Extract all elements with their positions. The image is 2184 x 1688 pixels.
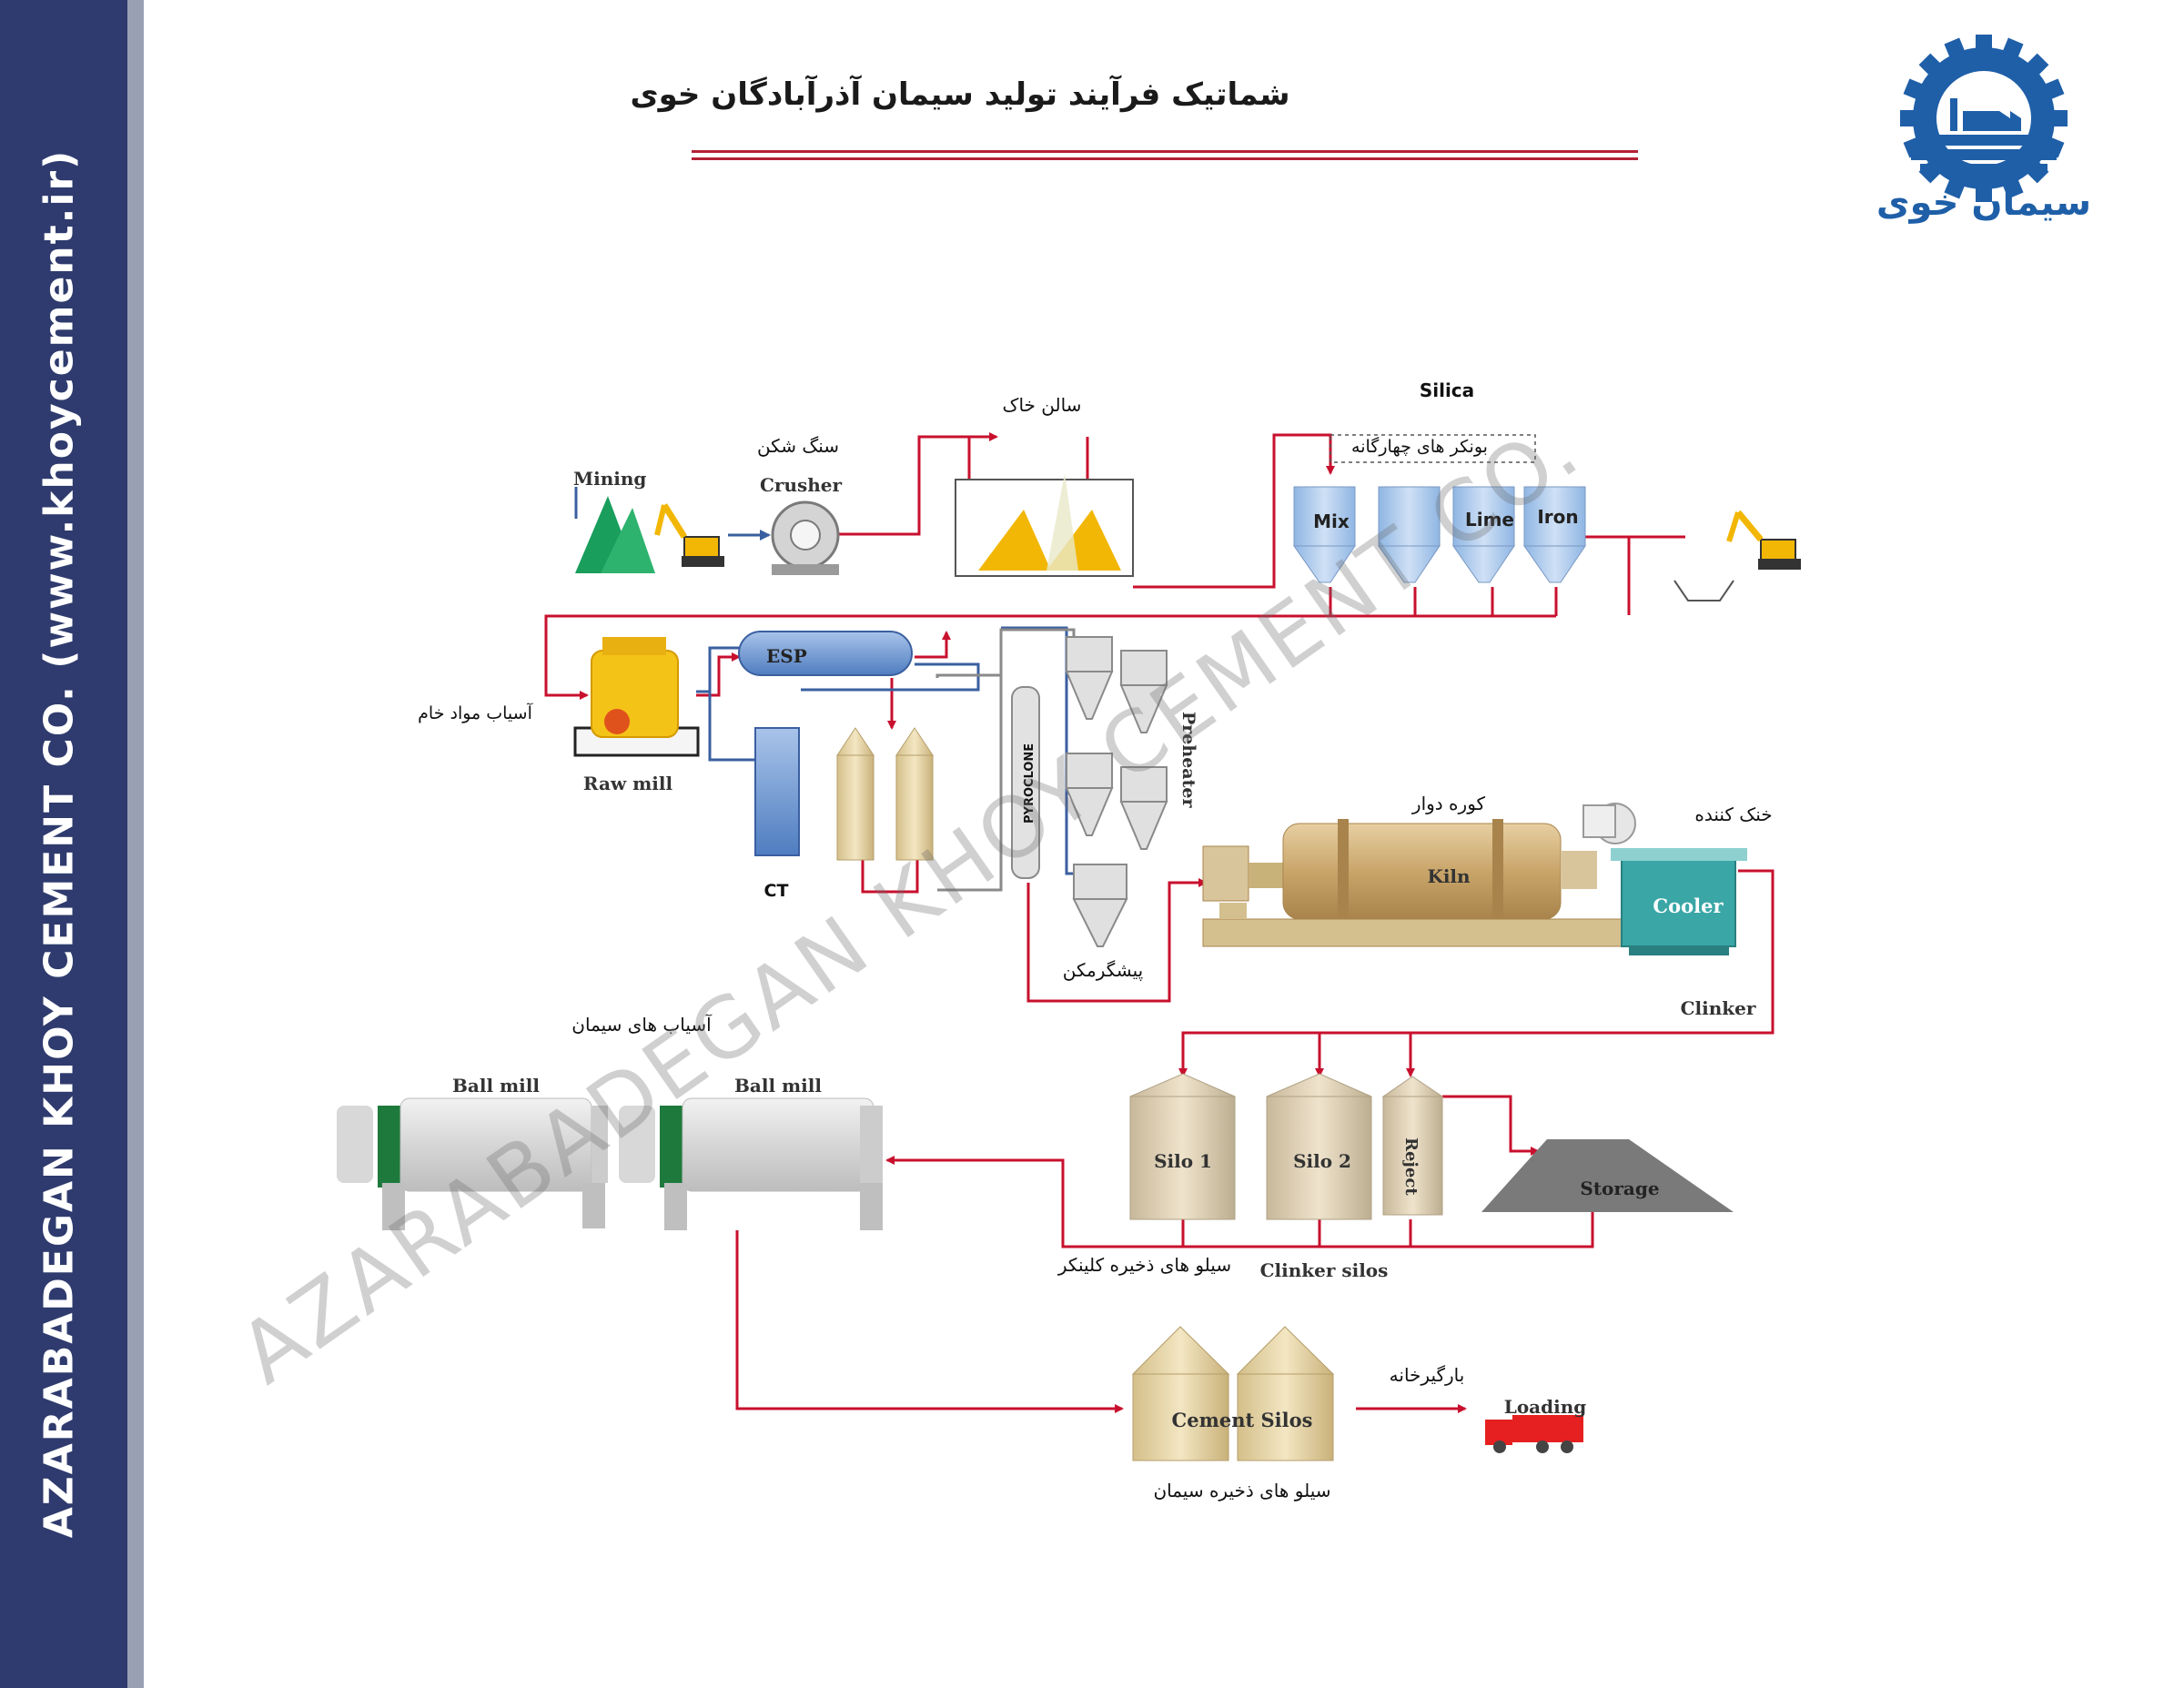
label-ball-mill-2: Ball mill xyxy=(734,1075,822,1097)
label-crusher: Crusher xyxy=(760,474,843,496)
gear-tooth xyxy=(1900,110,1922,126)
mining-icon xyxy=(574,487,655,573)
label-pishgarmkon: پیشگرمکن xyxy=(1063,959,1144,982)
label-mix: Mix xyxy=(1313,510,1350,532)
esp-icon xyxy=(738,631,913,676)
label-esp: ESP xyxy=(766,645,807,667)
cement-silos-icon xyxy=(1131,1326,1335,1461)
brick-wall-icon xyxy=(1911,135,2057,173)
label-cooler: Cooler xyxy=(1653,895,1724,917)
gear-tooth xyxy=(1944,37,1968,65)
label-khonak-konande: خنک کننده xyxy=(1694,804,1772,825)
bunker-iron xyxy=(1523,486,1586,583)
reject-silo xyxy=(1381,1076,1444,1216)
sidebar-band xyxy=(0,0,144,1688)
gear-tooth xyxy=(1999,172,2024,199)
label-silo-zakhire-siman: سیلو های ذخیره سیمان xyxy=(1153,1480,1330,1501)
label-raw-mill-fa: آسیاب مواد خام xyxy=(418,702,532,723)
label-iron: Iron xyxy=(1537,506,1578,528)
crusher-icon xyxy=(728,500,840,575)
conditioning-tower-icon xyxy=(754,727,800,856)
truck-icon xyxy=(1485,1415,1583,1453)
hopper-icon xyxy=(1673,580,1734,601)
material-flow-lines xyxy=(544,432,1774,1413)
gear-tooth xyxy=(1903,78,1930,103)
label-storage: Storage xyxy=(1580,1178,1659,1199)
title-rule-top xyxy=(692,150,1638,153)
label-raw-mill: Raw mill xyxy=(583,773,673,794)
ball-mill-1-icon xyxy=(337,1097,608,1230)
grey-flow-lines xyxy=(935,628,1076,892)
label-cement-silos: Cement Silos xyxy=(1172,1409,1313,1431)
label-clinker-silos: Clinker silos xyxy=(1260,1259,1389,1281)
label-reject: Reject xyxy=(1401,1137,1421,1196)
label-sang-shekan: سنگ شکن xyxy=(757,435,839,457)
label-clinker: Clinker xyxy=(1681,997,1756,1019)
clinker-silo-1 xyxy=(1129,1073,1236,1220)
excavator-icon-2 xyxy=(1726,510,1801,570)
label-loading: Loading xyxy=(1504,1396,1586,1418)
homogenizing-silos-icon xyxy=(836,727,934,861)
bunker-silica xyxy=(1378,486,1441,583)
gear-tooth xyxy=(1999,37,2024,65)
bunker-mix xyxy=(1293,486,1356,583)
preheater-tower xyxy=(1065,636,1168,947)
ball-mill-2-icon xyxy=(619,1097,883,1230)
logo-text: سیمان خوی xyxy=(1876,182,2092,224)
label-silica: Silica xyxy=(1420,379,1474,401)
label-asyab-siman: آسیاب های سیمان xyxy=(571,1013,713,1036)
gear-tooth xyxy=(1944,172,1968,199)
company-logo xyxy=(1900,35,2068,202)
clinker-silo-2 xyxy=(1266,1073,1372,1220)
gear-tooth xyxy=(2046,110,2068,126)
cooler-icon xyxy=(1582,803,1747,955)
gear-tooth xyxy=(1976,35,1992,56)
label-preheater: Preheater xyxy=(1178,712,1198,808)
gas-flow-lines xyxy=(696,626,1076,875)
gear-tooth xyxy=(1976,180,1992,202)
raw-mill-icon xyxy=(573,637,700,757)
bunker-lime xyxy=(1452,486,1515,583)
gear-tooth xyxy=(2021,53,2049,81)
excavator-icon xyxy=(654,503,724,567)
title-rule-bottom xyxy=(692,157,1638,160)
four-bunkers xyxy=(1293,434,1586,583)
label-silo-2: Silo 2 xyxy=(1293,1150,1351,1172)
label-silo-1: Silo 1 xyxy=(1154,1150,1212,1172)
label-lime: Lime xyxy=(1465,509,1514,531)
label-bunkers: بونکر های چهارگانه xyxy=(1351,436,1488,457)
gear-tooth xyxy=(2037,78,2065,103)
label-bargirkhane: بارگیرخانه xyxy=(1390,1364,1465,1386)
page-title: شماتیک فرآیند تولید سیمان آذرآبادگان خوی xyxy=(630,76,1290,113)
label-silo-zakhire-clinker: سیلو های ذخیره کلینکر xyxy=(1057,1254,1231,1276)
label-kiln: Kiln xyxy=(1427,865,1471,887)
storage-pile xyxy=(1481,1139,1734,1212)
sidebar-stripe xyxy=(127,0,144,1688)
pyroclone-icon xyxy=(1011,686,1040,879)
label-kore-davar: کوره دوار xyxy=(1411,793,1486,814)
label-ball-mill-1: Ball mill xyxy=(452,1075,540,1097)
label-mining: Mining xyxy=(573,468,646,490)
gear-tooth xyxy=(1918,53,1946,81)
label-pyroclone: PYROCLONE xyxy=(1023,743,1036,824)
label-salon-khak: سالن خاک xyxy=(1003,394,1082,416)
rotary-kiln-icon xyxy=(1202,819,1641,947)
label-ct: CT xyxy=(764,881,789,901)
factory-icon xyxy=(1950,98,2021,131)
raw-material-hall xyxy=(955,473,1134,577)
